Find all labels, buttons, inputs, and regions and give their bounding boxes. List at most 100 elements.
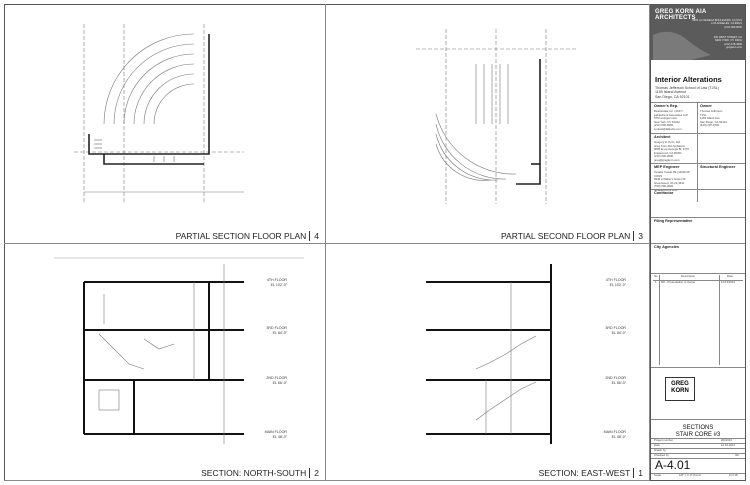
city-agencies-label: City Agencies: [654, 245, 679, 249]
section-drawing-1: 4TH FLOOR EL 102'-0" 3RD FLOOR EL 84'-0"…: [426, 264, 627, 444]
info-line: (703) 000-0000: [654, 184, 674, 189]
rev-cell: DD - Presentation to Owner: [661, 280, 696, 284]
date-label: Date: [654, 443, 660, 447]
viewport-number: 3: [633, 231, 643, 241]
viewport-section-east-west[interactable]: 4TH FLOOR EL 102'-0" 3RD FLOOR EL 84'-0"…: [326, 244, 650, 481]
level-elevation: EL 102'-0": [610, 283, 627, 287]
info-line: 9665 E La Cienega Bl. 9715: [654, 147, 689, 152]
rev-header: Description: [681, 274, 695, 278]
addr-line: (212) 678-4900: [724, 42, 742, 46]
info-line: 8345 A Walter's Green Dr.: [654, 177, 687, 182]
project-number-label: Project number: [654, 438, 673, 442]
info-line: Gregory H. Korn, AIA: [654, 140, 681, 144]
firm-address-2: 200 WEST STREET, CA NEW YORK, NY 10001 (…: [714, 36, 742, 50]
addr-line: LOS ANGELES, CA 90021: [711, 22, 742, 26]
level-name: MAIN FLOOR: [265, 430, 288, 434]
level-markers: 4TH FLOOR EL 102'-0" 3RD FLOOR EL 84'-0"…: [265, 278, 288, 439]
addr-line: gregkorn.com: [726, 46, 742, 50]
level-elevation: EL 66'-0": [612, 381, 627, 385]
addr-line: 200 WEST STREET, CA: [713, 36, 742, 39]
scale-value: 1/8" = 1'-0" Part A: [679, 473, 702, 477]
addr-line: (213) 000-0000: [724, 25, 742, 29]
info-line: (213) 000-0000: [654, 154, 674, 159]
rev-header: Date: [727, 274, 733, 278]
owners-rep-info: Real Estate Inc. (2017)LaFleche & Associ…: [654, 109, 689, 132]
viewport-title-text: SECTION: EAST-WEST: [538, 468, 631, 478]
client-line: San Diego, CA 92101: [655, 94, 690, 99]
level-elevation: EL 66'-0": [273, 381, 288, 385]
info-line: New York, NY 10022: [654, 119, 680, 124]
viewport-title-text: PARTIAL SECOND FLOOR PLAN: [501, 231, 631, 241]
level-name: 4TH FLOOR: [267, 278, 288, 282]
logo-line: KORN: [671, 388, 689, 394]
info-line: CONS: [654, 173, 663, 178]
level-name: 3RD FLOOR: [266, 326, 287, 330]
title-block: GREG KORN AIA ARCHITECTS 9665 LA CIENEGA…: [650, 4, 746, 481]
firm-name: GREG KORN AIA ARCHITECTS: [655, 9, 707, 21]
level-markers: 4TH FLOOR EL 102'-0" 3RD FLOOR EL 84'-0"…: [604, 278, 627, 439]
rev-cell: 12/14/2012: [721, 280, 735, 284]
client-line: 1155 Island Avenue: [655, 90, 687, 95]
viewport-title-text: SECTION: NORTH-SOUTH: [201, 468, 307, 478]
info-line: Greg Korn AIA Architects: [654, 143, 685, 148]
level-name: 2ND FLOOR: [605, 376, 626, 380]
mep-label: MEP Engineer: [654, 165, 680, 169]
level-elevation: EL 48'-0": [273, 435, 288, 439]
level-elevation: EL 102'-0": [271, 283, 288, 287]
info-line: TJSL: [700, 112, 707, 117]
checked-by: GK: [735, 453, 740, 457]
sheet-title-line: SECTIONS: [682, 425, 714, 431]
client-line: Thomas Jefferson School of Law (TJSL): [655, 86, 720, 90]
date-value: 12.10.2012: [721, 443, 735, 447]
info-line: 575 Lexington Ave.: [654, 116, 678, 121]
firm-address-1: 9665 LA CIENEGA BOULEVARD, CA 9721 LOS A…: [692, 19, 742, 29]
scale-label: Scale: [654, 473, 661, 477]
info-line: contact@lafleche.com: [654, 126, 682, 131]
viewport-number: 1: [633, 468, 643, 478]
info-line: (619) 297-9700: [700, 123, 720, 128]
rev-header: No.: [654, 274, 659, 278]
level-name: MAIN FLOOR: [604, 430, 627, 434]
viewport-section-north-south[interactable]: 4TH FLOOR EL 102'-0" 3RD FLOOR EL 84'-0"…: [4, 244, 326, 481]
level-elevation: EL 84'-0": [273, 331, 288, 335]
sheet-number: A-4.01: [655, 458, 691, 472]
level-elevation: EL 48'-0": [612, 435, 627, 439]
rev-cell: 1: [655, 280, 657, 284]
info-line: 1155 Island Ave.: [700, 116, 721, 121]
info-line: greg@gregkorn.com: [654, 157, 680, 162]
level-elevation: EL 84'-0": [612, 331, 627, 335]
viewport-title-text: PARTIAL SECTION FLOOR PLAN: [175, 231, 307, 241]
filing-label: Filing Representative: [654, 219, 693, 223]
level-name: 3RD FLOOR: [605, 326, 626, 330]
info-line: Real Estate Inc. (2017): [654, 109, 683, 113]
drawn-by-label: Drawn by: [654, 448, 666, 452]
checked-by-label: Checked by: [654, 453, 669, 457]
addr-line: 9665 LA CIENEGA BOULEVARD, CA 9721: [692, 19, 742, 22]
info-line: Englewood, CA 90301: [654, 150, 682, 155]
viewport-number: 4: [309, 231, 319, 241]
addr-line: NEW YORK, NY 10001: [714, 39, 742, 43]
architect-label: Architect: [654, 135, 671, 139]
sheet-title-line: STAIR CORE #3: [675, 431, 721, 438]
info-line: Tanaka Yuseki PE (1303)/4P: [654, 170, 690, 174]
map-graphic-icon: [653, 31, 711, 60]
section-drawing-2: 4TH FLOOR EL 102'-0" 3RD FLOOR EL 84'-0"…: [54, 257, 304, 444]
project-title: Interior Alterations: [655, 75, 722, 84]
logo-line: GREG: [671, 381, 689, 387]
floor-plan-drawing-4: [74, 24, 244, 204]
level-name: 4TH FLOOR: [606, 278, 627, 282]
level-name: 2ND FLOOR: [266, 376, 287, 380]
info-line: Thomas Jefferson: [700, 109, 723, 113]
client-info: Thomas Jefferson School of Law (TJSL) 11…: [655, 86, 719, 99]
firm-header: GREG KORN AIA ARCHITECTS 9665 LA CIENEGA…: [651, 5, 745, 60]
info-line: LaFleche & Associates LLP: [654, 112, 689, 117]
